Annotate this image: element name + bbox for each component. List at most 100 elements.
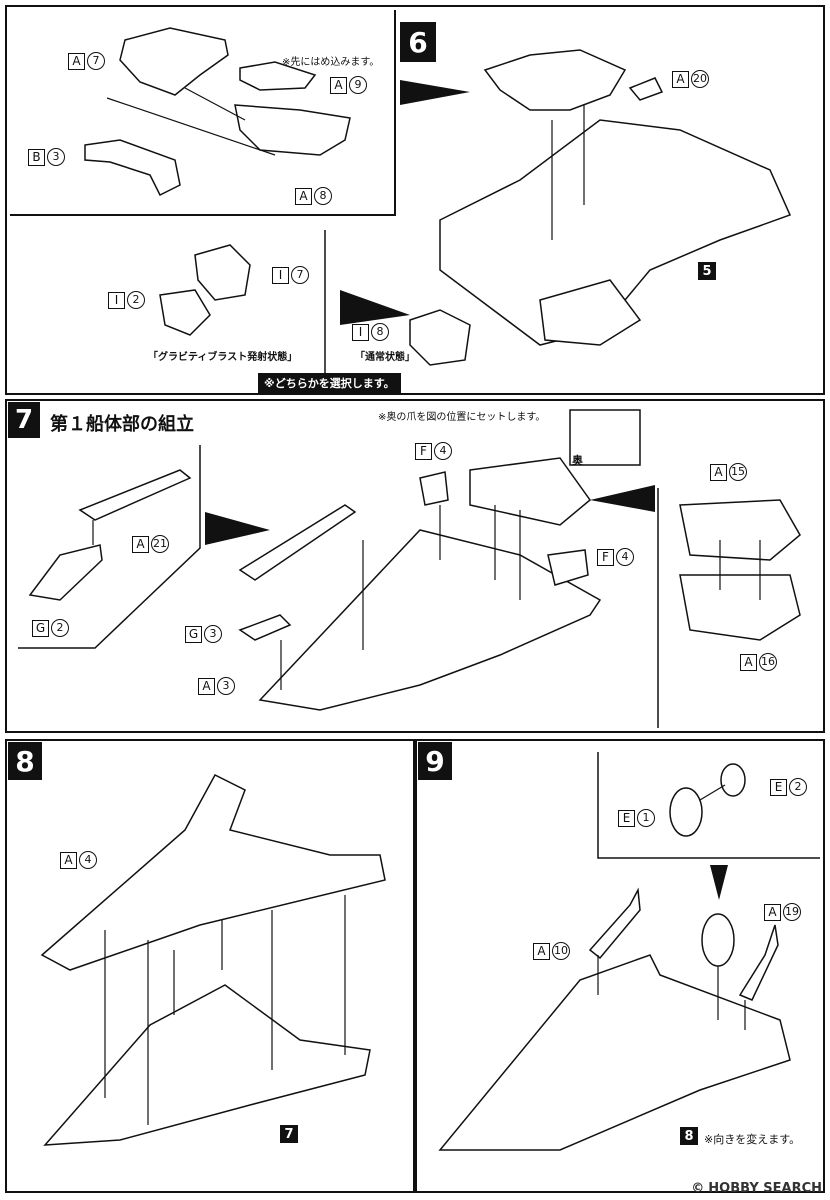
part-number: 16 [759, 653, 777, 671]
step-number-8: 8 [8, 742, 42, 780]
part-i8 [409, 309, 471, 366]
part-number: 2 [127, 291, 145, 309]
runner-letter: B [28, 148, 45, 166]
runner-letter: A [764, 903, 781, 921]
step7-arrow-right [590, 485, 655, 512]
step7-title: 第１船体部の組立 [50, 414, 194, 435]
part-a8 [234, 104, 351, 156]
step8-lower-hull [43, 984, 371, 1146]
runner-letter: E [618, 809, 635, 827]
step7-hull-base [258, 529, 602, 711]
part-number: 3 [47, 148, 65, 166]
runner-letter: A [132, 535, 149, 553]
part-a15-inset [679, 499, 801, 561]
step-ref-7: 7 [280, 1125, 298, 1143]
step9-arrow-down [710, 865, 728, 900]
part-number: 3 [204, 625, 222, 643]
step6-arrow-small [340, 290, 410, 325]
step-ref-5: 5 [698, 262, 716, 280]
part-a21 [78, 469, 192, 521]
part-f4-upper [419, 471, 449, 506]
part-top-plate [483, 49, 627, 111]
step9-frame [415, 739, 825, 1193]
part-a20 [628, 77, 664, 101]
runner-letter: A [710, 463, 727, 481]
runner-letter: E [770, 778, 787, 796]
runner-letter: F [597, 548, 614, 566]
step9-parts [438, 763, 791, 1151]
claw-inset [569, 409, 641, 466]
part-i2 [159, 289, 211, 336]
step-number-6: 6 [400, 22, 436, 62]
part-number: 4 [434, 442, 452, 460]
runner-letter: I [272, 266, 289, 284]
caption-normal-state: 「通常状態」 [355, 352, 415, 363]
part-number: 10 [552, 942, 570, 960]
caption-gravity-blast: 「グラビティブラスト発射状態」 [148, 352, 298, 363]
note-insert-first: ※先にはめ込みます。 [282, 57, 380, 68]
note-select-one: ※どちらかを選択します。 [258, 373, 401, 393]
runner-letter: G [185, 625, 202, 643]
inset-label-back: 奥 [572, 454, 583, 467]
part-number: 3 [217, 677, 235, 695]
runner-letter: A [330, 76, 347, 94]
watermark-text: HOBBY SEARCH [708, 1181, 822, 1196]
part-a9 [239, 61, 317, 91]
note-claw-position: ※奥の爪を図の位置にセットします。 [378, 412, 546, 423]
part-number: 1 [637, 809, 655, 827]
part-number: 4 [79, 851, 97, 869]
runner-letter: A [295, 187, 312, 205]
part-upper-cover [238, 504, 357, 581]
step7-arrow-left [205, 512, 270, 545]
step-ref-8: 8 [680, 1127, 698, 1145]
step9-inset-border [597, 752, 820, 859]
part-number: 21 [151, 535, 169, 553]
ship-lower-hull [539, 279, 642, 346]
runner-letter: A [533, 942, 550, 960]
runner-letter: I [108, 291, 125, 309]
watermark: © HOBBY SEARCH [691, 1181, 822, 1196]
part-g3 [238, 614, 292, 641]
part-a16-inset [679, 574, 801, 641]
part-number: 7 [87, 52, 105, 70]
part-f4-lower [547, 549, 589, 586]
runner-letter: A [198, 677, 215, 695]
step6-arrow [400, 80, 470, 105]
part-i7 [194, 244, 251, 301]
part-number: 4 [616, 548, 634, 566]
step9-hull [438, 954, 791, 1151]
part-disc [701, 913, 735, 967]
ship-assembly-5 [439, 119, 792, 346]
step8-upper-hull [40, 774, 386, 971]
note-change-direction: ※向きを変えます。 [704, 1133, 801, 1146]
part-a10 [588, 887, 641, 960]
step7-divider-left [18, 445, 201, 649]
copyright-mark: © [691, 1181, 705, 1196]
step7-parts [28, 409, 801, 711]
runner-letter: A [672, 70, 689, 88]
step6-frame [5, 5, 825, 395]
part-e2 [720, 763, 746, 797]
runner-letter: I [352, 323, 369, 341]
part-number: 9 [349, 76, 367, 94]
step8-parts [40, 774, 386, 1146]
